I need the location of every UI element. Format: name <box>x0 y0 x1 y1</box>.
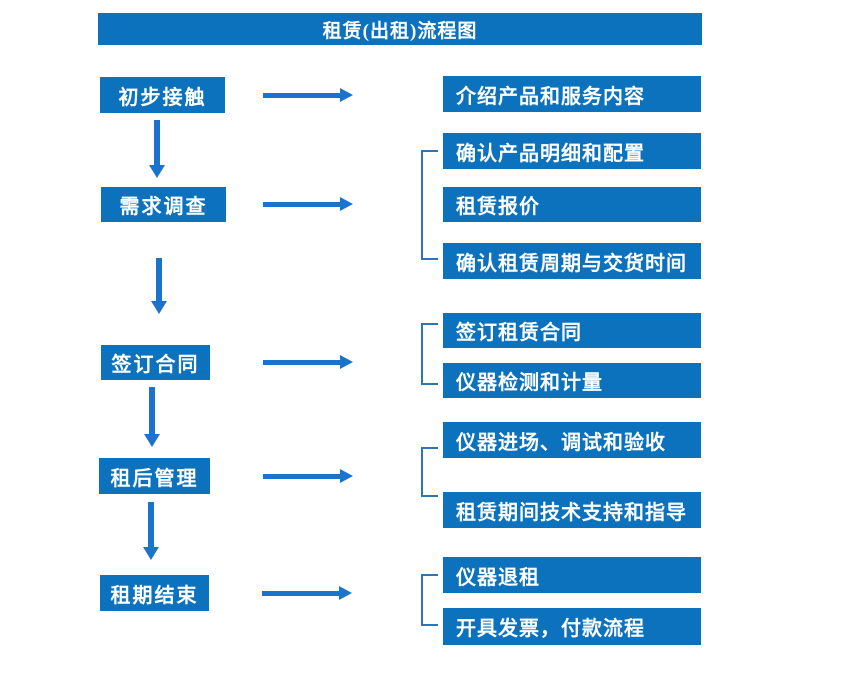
flowchart-title: 租赁(出租)流程图 <box>98 13 702 45</box>
right-arrow-stem <box>263 473 340 479</box>
down-arrow-stem <box>148 502 154 547</box>
right-arrow-stem <box>263 201 340 207</box>
stage-box-post-rental-management: 租后管理 <box>99 458 210 494</box>
output-box-sign-rental-contract: 签订租赁合同 <box>443 313 701 348</box>
right-arrow-head <box>339 586 352 600</box>
right-arrow-stem <box>263 359 340 365</box>
stage-box-sign-contract: 签订合同 <box>101 345 210 380</box>
output-box-rental-quotation: 租赁报价 <box>443 187 701 222</box>
stage-box-initial-contact: 初步接触 <box>100 77 225 113</box>
down-arrow-head <box>149 165 165 178</box>
stage-box-demand-survey: 需求调查 <box>101 187 226 222</box>
down-arrow-head <box>143 547 159 560</box>
right-arrow-stem <box>263 92 340 98</box>
down-arrow <box>144 387 160 447</box>
down-arrow <box>143 502 159 560</box>
right-arrow <box>262 586 352 600</box>
output-box-technical-support-guidance: 租赁期间技术支持和指导 <box>443 492 701 528</box>
down-arrow <box>149 120 165 178</box>
right-arrow <box>263 469 353 483</box>
output-box-invoice-payment-process: 开具发票，付款流程 <box>443 608 701 645</box>
down-arrow-stem <box>156 258 162 301</box>
down-arrow <box>151 258 167 314</box>
output-box-instrument-return: 仪器退租 <box>443 557 701 593</box>
right-arrow-head <box>340 469 353 483</box>
output-box-confirm-rental-period-delivery: 确认租赁周期与交货时间 <box>443 243 701 279</box>
group-bracket <box>421 447 438 497</box>
down-arrow-stem <box>154 120 160 165</box>
group-bracket <box>421 150 438 260</box>
right-arrow-head <box>340 355 353 369</box>
output-box-instrument-testing-metering: 仪器检测和计量 <box>443 363 701 398</box>
group-bracket <box>421 574 438 626</box>
right-arrow <box>263 88 353 102</box>
flowchart-title-text: 租赁(出租)流程图 <box>322 20 478 42</box>
right-arrow <box>263 197 353 211</box>
down-arrow-head <box>151 301 167 314</box>
output-box-instrument-arrival-acceptance: 仪器进场、调试和验收 <box>443 422 701 458</box>
right-arrow <box>263 355 353 369</box>
right-arrow-head <box>340 197 353 211</box>
output-box-introduce-products-services: 介绍产品和服务内容 <box>443 76 701 112</box>
down-arrow-stem <box>149 387 155 434</box>
stage-box-lease-end: 租期结束 <box>100 575 209 611</box>
right-arrow-stem <box>262 590 339 596</box>
group-bracket <box>421 323 438 385</box>
down-arrow-head <box>144 434 160 447</box>
output-box-confirm-product-details: 确认产品明细和配置 <box>443 133 701 169</box>
right-arrow-head <box>340 88 353 102</box>
